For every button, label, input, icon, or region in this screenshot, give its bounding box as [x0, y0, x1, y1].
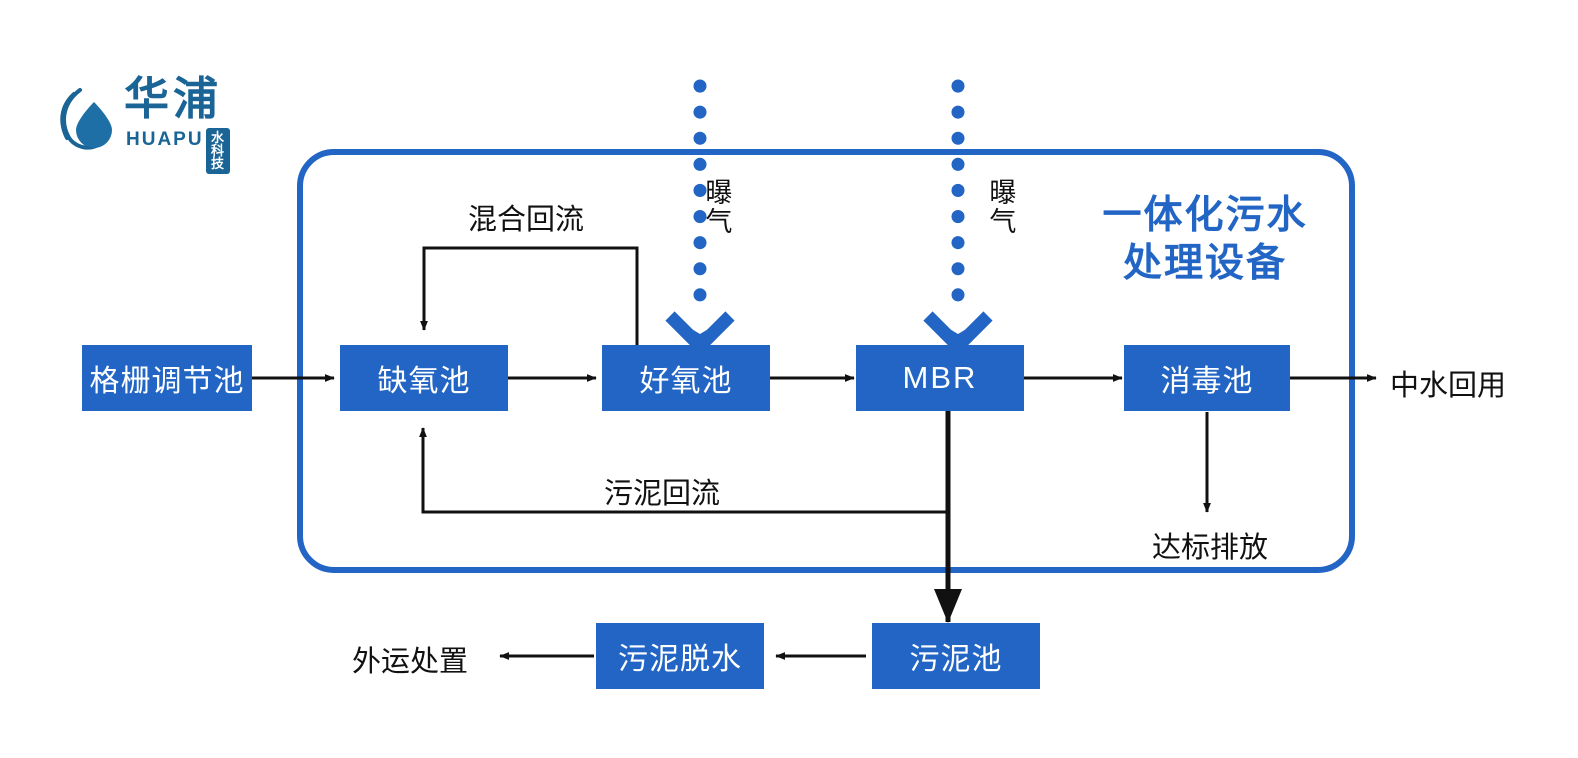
- label-aeration-1: 曝气: [701, 178, 732, 236]
- equipment-heading-line2: 处理设备: [1122, 241, 1287, 285]
- label-mixed-return: 混合回流: [468, 204, 585, 236]
- node-sludge-dewatering[interactable]: 污泥脱水: [596, 623, 764, 689]
- node-label: 好氧池: [639, 365, 733, 398]
- node-mbr[interactable]: MBR: [856, 345, 1024, 411]
- equipment-heading-line1: 一体化污水: [1102, 194, 1308, 237]
- label-reclaimed-water-reuse: 中水回用: [1390, 370, 1507, 402]
- integrated-equipment-container: [297, 149, 1355, 573]
- node-sludge-tank[interactable]: 污泥池: [872, 623, 1040, 689]
- node-anoxic-tank[interactable]: 缺氧池: [340, 345, 508, 411]
- company-logo: 华浦 HUAPU 水科技: [58, 76, 231, 174]
- logo-tagline: 水科技: [206, 128, 231, 174]
- node-aerobic-tank[interactable]: 好氧池: [602, 345, 770, 411]
- node-label: 污泥脱水: [618, 643, 742, 676]
- node-disinfection-tank[interactable]: 消毒池: [1124, 345, 1290, 411]
- label-sludge-return: 污泥回流: [604, 478, 721, 510]
- label-aeration-2: 曝气: [985, 178, 1016, 236]
- logo-wordmark: 华浦: [124, 73, 223, 124]
- connector-sludge-return: [419, 427, 948, 514]
- node-label: 污泥池: [909, 643, 1003, 676]
- water-drop-logo-icon: [60, 88, 112, 150]
- node-label: MBR: [902, 360, 978, 395]
- label-offsite-disposal: 外运处置: [352, 646, 469, 678]
- label-compliant-discharge: 达标排放: [1152, 532, 1269, 564]
- aeration-line-2: [923, 79, 993, 356]
- node-label: 缺氧池: [377, 365, 471, 398]
- connector-mixed-return: [420, 246, 639, 345]
- logo-latin-text: HUAPU: [126, 129, 204, 150]
- node-grit-adjustment-tank[interactable]: 格栅调节池: [82, 345, 252, 411]
- node-label: 消毒池: [1160, 365, 1254, 398]
- equipment-heading: 一体化污水 处理设备: [1090, 192, 1320, 287]
- node-label: 格栅调节池: [89, 365, 245, 398]
